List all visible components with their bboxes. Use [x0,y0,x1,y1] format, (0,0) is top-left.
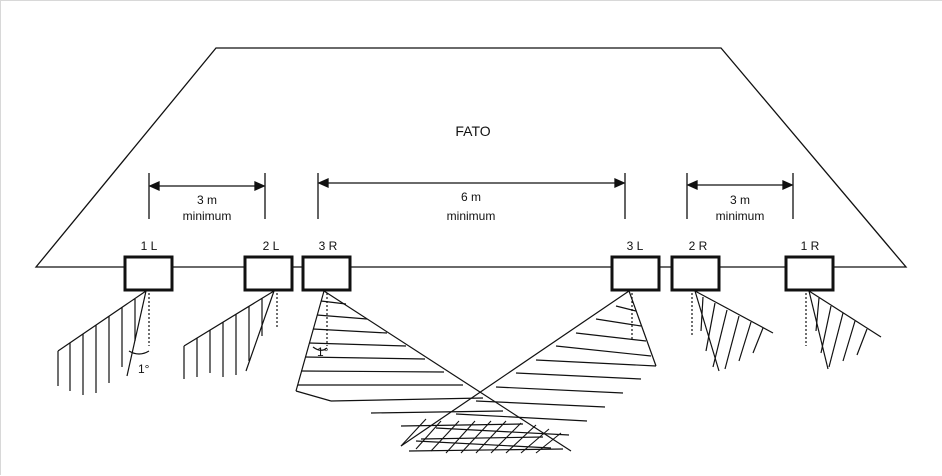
light-2r-box [670,255,721,292]
dim-left-value: 3 m [197,193,217,207]
light-1l-box [123,255,174,292]
light-3l-box [610,255,661,292]
dimension-left [148,173,266,219]
dimension-center [317,173,626,219]
light-1r-box [784,255,835,292]
dim-right-note: minimum [716,209,765,223]
beam-3r [295,290,572,452]
beam-overlap-crosshatch [400,418,562,454]
light-3r-label: 3 R [319,239,338,253]
light-3l-label: 3 L [627,239,644,253]
beam-2r [691,290,774,372]
light-2l-box [243,255,294,292]
light-3r-box [301,255,352,292]
beam-3l [400,290,657,449]
fato-label: FATO [455,123,490,139]
dim-right-value: 3 m [730,193,750,207]
beam-1r [805,290,882,370]
light-2l-label: 2 L [263,239,280,253]
beam-2l [183,290,278,379]
dim-center-note: minimum [447,209,496,223]
beam-1l [57,290,150,395]
fato-area-outline [34,47,908,268]
dim-center-value: 6 m [461,190,481,204]
light-1r-label: 1 R [801,239,820,253]
light-1l-label: 1 L [141,239,158,253]
light-2r-label: 2 R [689,239,708,253]
dim-left-note: minimum [183,209,232,223]
angle-label-1: 1° [138,362,150,376]
dimension-right [686,173,794,219]
angle-label-2: 1° [317,345,329,359]
